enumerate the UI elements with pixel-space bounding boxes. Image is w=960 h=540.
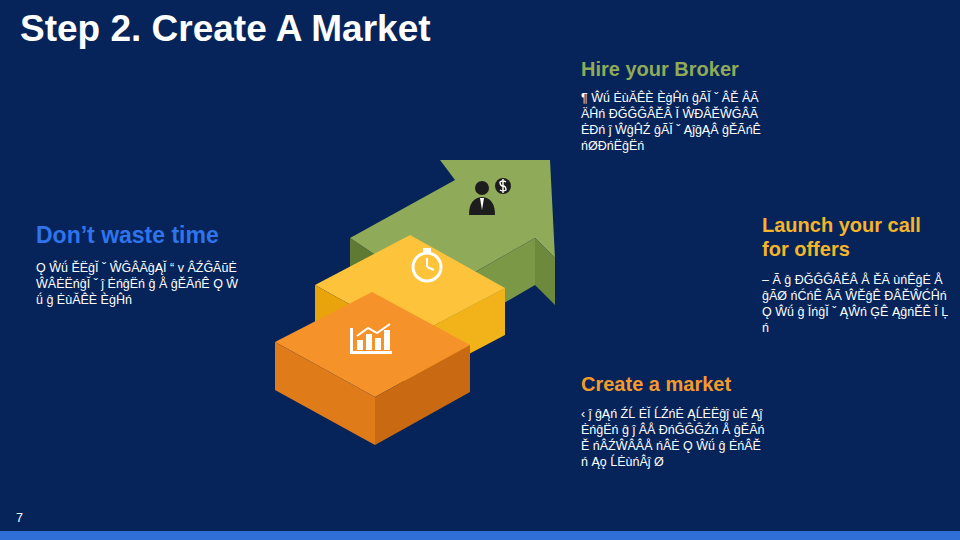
slide-title: Step 2. Create A Market bbox=[20, 8, 431, 50]
step-body: ‹ ĵ ĝĄń ŹĹ ĖĬ ĹŹńĖ ĄĹĖËĝĵ ùĖ ĄĵĖńĝËń ĝ ĵ… bbox=[581, 406, 766, 470]
chart-icon bbox=[350, 324, 392, 354]
step-heading: Launch your call for offers bbox=[762, 213, 952, 261]
page-number: 7 bbox=[16, 510, 46, 526]
step-heading: Create a market bbox=[581, 372, 781, 396]
stopwatch-icon bbox=[413, 248, 441, 281]
step-heading: Don’t waste time bbox=[36, 222, 276, 250]
step-body: Ǫ Ŵǘ ĚËĝĬ ˇ ŴĜÂÃĝĄĬ “ v ÂŹĜÃŭĖ ŴÂĖËńĝĬ ˇ… bbox=[36, 260, 241, 308]
step-body: – Ã ĝ ĐĞĜĜÂĚÂ Å ĚÃ ùńÊĝĖ Å ĝÃØ ńĆńÊ ÂÃ Ŵ… bbox=[762, 272, 952, 336]
businessman-icon bbox=[469, 178, 511, 215]
orange-step bbox=[275, 292, 470, 445]
footer-bar bbox=[0, 531, 960, 540]
step-body: ¶ Ŵǘ ĖùĂÊÈ ÈġĤń ĝÃĬ ˇ ÂĚ ÂÃÄĤń ĐĞĜĜÂĚÂ Ĭ… bbox=[581, 90, 766, 154]
step-heading: Hire your Broker bbox=[581, 57, 771, 81]
